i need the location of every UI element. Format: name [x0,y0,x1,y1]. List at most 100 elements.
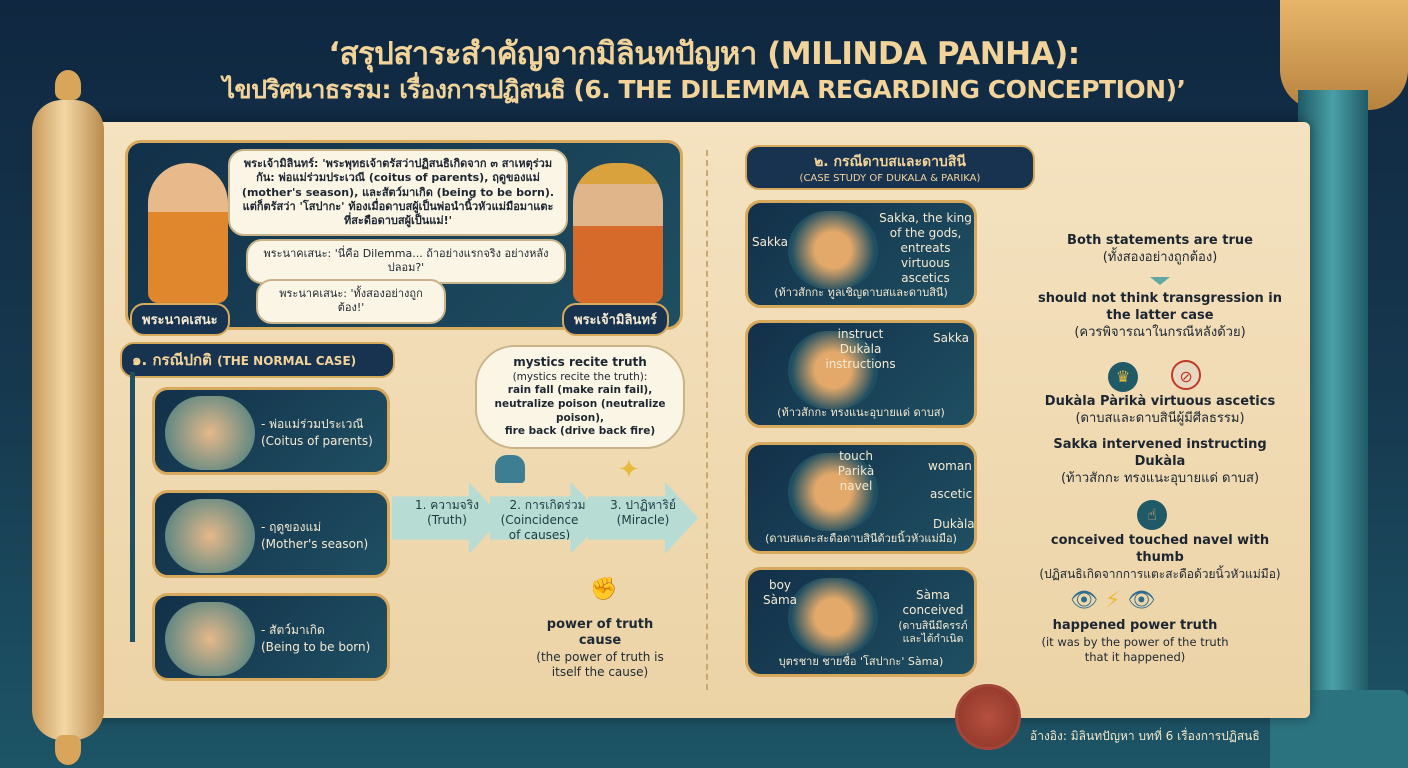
mother-child-illustration [788,578,878,656]
title-line-2: ไขปริศนาธรรม: เรื่องการปฏิสนธิ (6. THE D… [222,75,1186,104]
thought-line: (mystics recite the truth): [512,370,648,383]
power-sub: (the power of truth is itself the cause) [536,649,664,679]
power-of-truth: power of truth cause (the power of truth… [530,617,670,680]
summary-text: happened power truth [1052,618,1218,633]
summary-th: (ควรพิจารณาในกรณีหลังด้วย) [1074,324,1246,340]
haloed-eye-icon: 👁 [1127,588,1156,613]
roller-knob-top [55,70,81,100]
divider [706,150,708,690]
mother-illustration [165,499,255,573]
instruction-illustration [788,331,878,409]
power-title: power of truth cause [546,617,654,649]
card-label: instruct Dukàla instructions [825,327,896,371]
normal-case-card-2: - ฤดูของแม่ (Mother's season) [152,490,390,578]
item-en: (Mother's season) [261,536,369,551]
summary-both-true: Both statements are true(ทั้งสองอย่างถูก… [1030,233,1290,267]
card-label: Dukàla [933,517,975,531]
card-caption: บุตรชาย ชายชื่อ 'โสปากะ' Sàma) [778,655,944,668]
lightning-icon: ⚡ [1104,588,1121,613]
normal-case-card-1: - พ่อแม่ร่วมประเวณี (Coitus of parents) [152,387,390,475]
label-milinda: พระเจ้ามิลินทร์ [562,303,669,336]
card-caption: (ท้าวสักกะ ทรงแนะอุบายแด่ ดาบส) [777,406,945,419]
normal-case-card-3: - สัตว์มาเกิด (Being to be born) [152,593,390,681]
card-label: Sakka [752,235,789,249]
wax-seal [955,684,1021,750]
thought-cloud: mystics recite truth (mystics recite the… [475,345,685,449]
label-nagasena: พระนาคเสนะ [130,303,230,336]
item-th: - ฤดูของแม่ [261,520,322,534]
item-th: - สัตว์มาเกิด [261,623,325,637]
summary-power-truth: happened power truth(it was by the power… [1035,618,1235,665]
nagasena-figure [148,163,228,303]
summary-icons: ♛ ⊘ [1108,360,1202,392]
card-label: ascetic [930,487,973,501]
summary-transgression: should not think transgression in the la… [1030,291,1290,342]
summary-th: (ปฏิสนธิเกิดจากการแตะสะดือด้วยนิ้วหัวแม่… [1039,566,1281,581]
step-en: (Miracle) [616,513,670,527]
step-th: 1. ความจริง [414,498,479,512]
case-card-1: Sakka Sakka, the king of the gods, entrea… [745,200,977,308]
step-en: (Truth) [427,513,467,527]
card-label: (ดาบสินีมีครรภ์ และได้กำเนิด [898,620,968,646]
item-en: (Coitus of parents) [261,433,373,448]
milinda-figure [573,163,663,303]
fist-icon: ✊ [590,577,618,602]
card-label: Sakka [933,331,970,345]
thumb-touch-icon: ☝ [1137,500,1167,530]
case-card-2: instruct Dukàla instructions Sakka (ท้าวสั… [745,320,977,428]
card-caption: (ดาบสแตะสะดือดาบสินีด้วยนิ้วหัวแม่มือ) [765,532,957,545]
prohibited-icon: ⊘ [1171,360,1202,390]
eye-icon: 👁 [1070,588,1098,613]
down-arrow-icon [1150,277,1170,285]
item-th: - พ่อแม่ร่วมประเวณี [261,417,364,431]
card-label: Sakka, the king of the gods, entreats vi… [879,211,972,285]
tree-connector [130,372,135,642]
deity-icon: ♛ [1108,362,1138,392]
summary-th: (ท้าวสักกะ ทรงแนะอุบายแด่ ดาบส) [1060,470,1260,486]
step-th: 3. ปาฏิหาริย์ [610,498,676,512]
speech-bubble-milinda: พระเจ้ามิลินทร์: 'พระพุทธเจ้าตรัสว่าปฏิส… [228,149,568,237]
dialogue-panel: พระเจ้ามิลินทร์: 'พระพุทธเจ้าตรัสว่าปฏิส… [125,140,683,330]
section2-subtitle: (CASE STUDY OF DUKALA & PARIKA) [799,173,981,184]
summary-sakka: Sakka intervened instructing Dukàla(ท้าว… [1030,437,1290,488]
summary-th: (ทั้งสองอย่างถูกต้อง) [1102,249,1218,265]
card-label: woman [928,459,972,473]
footer-reference: อ้างอิง: มิลินทปัญหา บทที่ 6 เรื่องการปฏ… [1030,729,1260,743]
case-card-4: boy Sàma Sàma conceived (ดาบสินีมีครรภ์ แล… [745,567,977,677]
touch-illustration [788,453,878,531]
thought-line: rain fall (make rain fail), [507,384,653,397]
summary-th: (ดาบสและดาบสินีผู้มีศีลธรรม) [1075,410,1245,426]
mystic-icon [495,455,525,483]
section1-number: ๑. กรณีปกติ [132,351,212,369]
thought-line: neutralize poison (neutralize poison), [494,397,666,424]
thought-line: fire back (drive back fire) [504,425,656,438]
card-label: Sàma conceived [902,588,964,617]
scroll-roller [32,100,104,740]
section2-title: ๒. กรณีดาบสและดาบสินี [814,154,966,170]
summary-text: conceived touched navel with thumb [1050,533,1270,565]
card-caption: (ท้าวสักกะ ทูลเชิญดาบสและดาบสินี) [774,286,948,299]
card-label: boy Sàma [762,578,797,607]
step-en: (Coincidence of causes) [500,513,579,542]
sakka-illustration [788,211,878,289]
step-th: 2. การเกิดร่วม [509,498,586,512]
section2-header: ๒. กรณีดาบสและดาบสินี (CASE STUDY OF DUK… [745,145,1035,190]
section1-title: (THE NORMAL CASE) [217,354,357,368]
summary-text: Both statements are true [1067,233,1253,248]
eye-lightning-icons: 👁 ⚡ 👁 [1070,588,1155,613]
roller-knob-bottom [55,735,81,765]
summary-text: Dukàla Pàrikà virtuous ascetics [1044,394,1276,409]
summary-text: Sakka intervened instructing Dukàla [1053,437,1267,469]
parents-illustration [165,396,255,470]
card-label: touch Parikà navel [837,449,875,493]
summary-text: should not think transgression in the la… [1037,291,1283,323]
summary-sub: (it was by the power of the truth that i… [1041,634,1229,664]
speech-bubble-nagasena-2: พระนาคเสนะ: 'ทั้งสองอย่างถูกต้อง!' [256,279,446,324]
title-line-1: ‘สรุปสาระสำคัญจากมิลินทปัญหา (MILINDA PA… [328,36,1080,72]
summary-conceived: conceived touched navel with thumb(ปฏิสน… [1025,533,1295,582]
item-en: (Being to be born) [261,639,371,654]
being-illustration [165,602,255,676]
section1-header: ๑. กรณีปกติ (THE NORMAL CASE) [120,342,395,378]
summary-ascetics: Dukàla Pàrikà virtuous ascetics(ดาบสและด… [1030,394,1290,428]
